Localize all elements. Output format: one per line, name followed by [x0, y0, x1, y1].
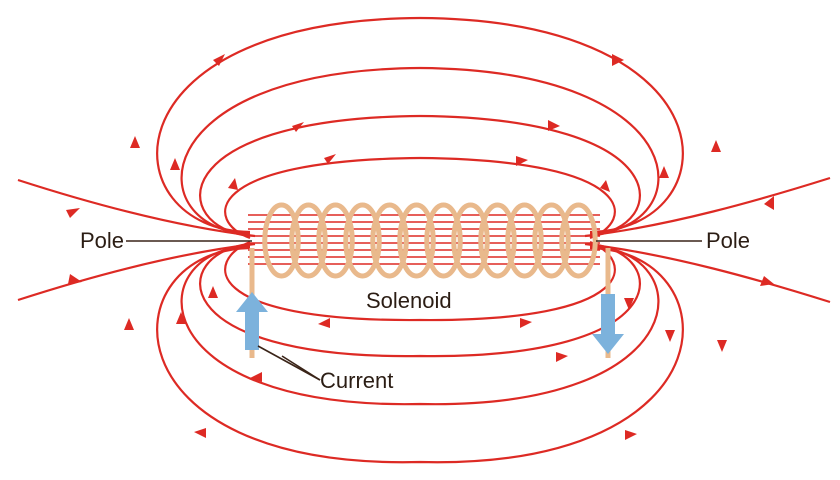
field-arrow	[665, 330, 675, 342]
field-arrow	[124, 318, 134, 330]
coil-turn	[289, 202, 328, 279]
field-arrow	[612, 54, 624, 66]
field-line-upper-4	[224, 156, 616, 240]
current-leader-mid	[281, 355, 321, 381]
field-line-lower-2	[180, 244, 660, 406]
field-line-open-left-down	[17, 242, 256, 302]
field-arrow	[208, 286, 218, 298]
field-arrow	[600, 180, 610, 192]
field-arrow	[711, 140, 721, 152]
coil-turn	[343, 202, 382, 279]
field-arrow	[764, 196, 774, 210]
coil-turn	[559, 202, 598, 279]
current-arrow-down-right	[592, 294, 624, 354]
field-arrow	[717, 340, 727, 352]
coil-turn	[451, 202, 490, 279]
field-arrow	[520, 318, 532, 328]
field-line-open-left-up	[17, 178, 256, 238]
field-arrow	[516, 156, 528, 166]
current-label: Current	[320, 368, 394, 393]
field-arrow	[170, 158, 180, 170]
field-line-upper-2	[180, 66, 660, 236]
field-arrow	[213, 54, 225, 66]
current-arrows	[236, 292, 624, 354]
leader-lines	[126, 240, 702, 381]
solenoid-label: Solenoid	[366, 288, 452, 313]
current-arrow-up-left	[236, 292, 268, 350]
coil-turn	[397, 202, 436, 279]
field-arrow	[625, 430, 637, 440]
field-arrow	[194, 428, 206, 438]
field-line-upper-3	[199, 114, 641, 238]
pole-label-left: Pole	[80, 228, 125, 253]
coil-turn	[424, 202, 463, 279]
field-arrow	[130, 136, 140, 148]
field-line-lower-3	[199, 242, 641, 358]
pole-label-right: Pole	[706, 228, 751, 253]
field-arrow	[659, 166, 669, 178]
internal-field-lines	[248, 214, 600, 265]
field-direction-arrows	[66, 54, 774, 440]
field-line-open-right-down	[584, 242, 831, 304]
coil-turn	[505, 202, 544, 279]
coil-turn	[316, 202, 355, 279]
field-line-upper-1	[156, 16, 684, 234]
field-arrow	[548, 120, 560, 131]
field-arrow	[324, 154, 336, 164]
field-line-open-right-up	[584, 176, 831, 238]
field-arrow	[760, 276, 774, 286]
solenoid-coil	[262, 202, 598, 279]
coil-turn	[262, 202, 301, 279]
field-arrow	[228, 178, 238, 190]
field-arrow	[556, 352, 568, 362]
field-line-lower-1	[156, 246, 684, 464]
field-arrow	[68, 274, 82, 284]
field-arrow	[250, 372, 262, 382]
field-arrow	[292, 122, 304, 132]
field-arrow	[66, 208, 80, 218]
field-arrow	[624, 298, 634, 310]
field-arrow	[176, 312, 186, 324]
coil-turn	[370, 202, 409, 279]
coil-turn	[532, 202, 571, 279]
coil-turn	[478, 202, 517, 279]
field-arrow	[318, 318, 330, 328]
field-line-lower-4	[224, 240, 616, 322]
